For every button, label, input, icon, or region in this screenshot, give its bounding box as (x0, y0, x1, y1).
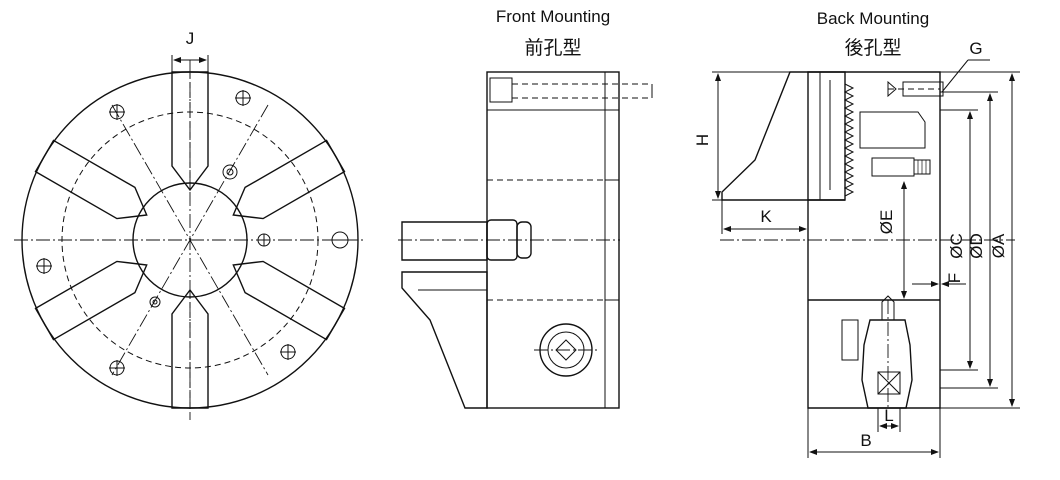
label-H: H (693, 134, 712, 146)
label-K: K (760, 207, 772, 226)
label-J: J (186, 29, 195, 48)
dimension-D: ØD (940, 91, 998, 389)
jaw-4 (171, 288, 209, 409)
label-B: B (860, 431, 871, 450)
jaw-serrations (843, 83, 855, 197)
dimension-A: ØA (940, 71, 1020, 409)
back-mounting-title: Back Mounting (817, 9, 929, 28)
screw-6 (36, 258, 52, 274)
label-E: ØE (877, 210, 896, 235)
front-mounting-view: Front Mounting 前孔型 (398, 7, 653, 409)
dimension-B: B (807, 408, 941, 458)
back-mounting-view: Back Mounting 後孔型 (693, 9, 1020, 458)
label-F: F (945, 273, 964, 283)
back-plunger-assembly (841, 295, 913, 409)
screw-1 (109, 104, 125, 120)
dimension-L: L (877, 406, 901, 432)
dimension-K: K (721, 200, 807, 234)
screw-4 (257, 233, 271, 247)
dimension-H: H (693, 71, 790, 201)
front-view: J (14, 29, 366, 420)
screw-7 (149, 296, 161, 308)
label-G: G (969, 39, 982, 58)
screw-5 (331, 231, 349, 249)
dimension-J: J (171, 29, 209, 72)
dimension-C: ØC (940, 109, 978, 371)
label-L: L (884, 406, 893, 425)
back-mounting-bolt-mid (871, 157, 931, 177)
diagonal-centerline-2 (111, 104, 269, 376)
dimension-F: F (912, 273, 966, 287)
front-jaw-nose (401, 271, 488, 409)
screw-9 (280, 344, 296, 360)
screw-3 (222, 164, 238, 180)
dimension-E: ØE (877, 181, 907, 299)
jaw-6 (34, 139, 148, 220)
master-jaws (34, 71, 346, 409)
label-A: ØA (989, 233, 1008, 258)
back-mounting-subtitle: 後孔型 (844, 37, 901, 59)
front-mounting-title: Front Mounting (496, 7, 610, 26)
front-mounting-bolt (489, 77, 653, 103)
jaw-5 (34, 260, 148, 341)
t-nut-pocket (859, 111, 926, 149)
dimension-G: G (941, 39, 990, 93)
screw-2 (235, 90, 251, 106)
front-mounting-subtitle: 前孔型 (524, 37, 581, 59)
front-draw-pin (401, 219, 532, 261)
front-socket-screw (534, 323, 600, 377)
label-C: ØC (947, 233, 966, 259)
mounting-screws (36, 90, 349, 376)
jaw-3 (232, 260, 346, 341)
back-mounting-bolt-top (887, 80, 944, 98)
label-D: ØD (967, 233, 986, 259)
screw-8 (109, 360, 125, 376)
jaw-2 (232, 139, 346, 220)
jaw-1 (171, 71, 209, 192)
back-top-jaw (721, 71, 846, 201)
